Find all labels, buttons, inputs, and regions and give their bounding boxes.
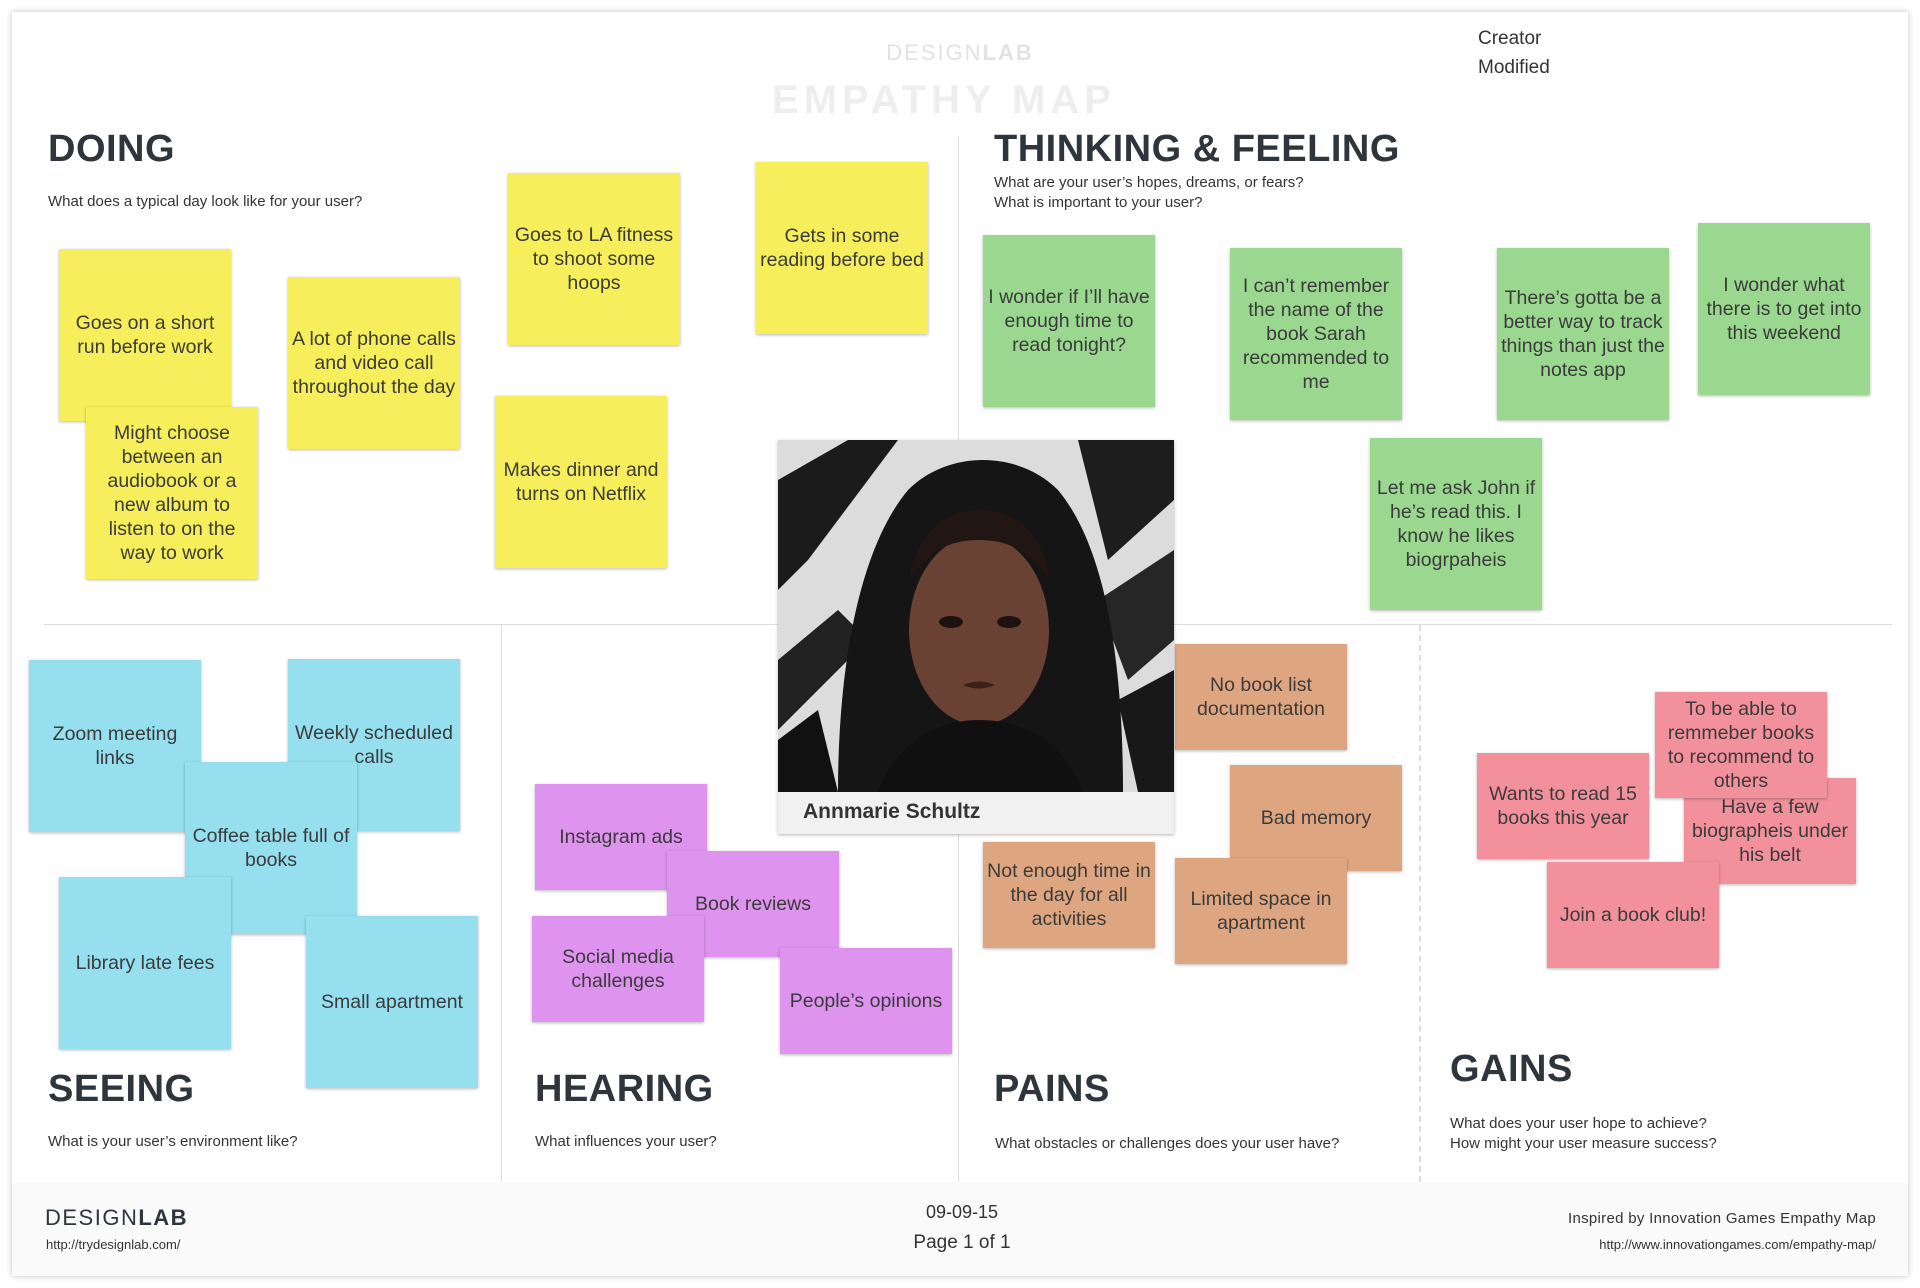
sticky-note-hearing[interactable]: Social media challenges [532, 916, 704, 1022]
thinking-feeling-heading: THINKING & FEELING [994, 128, 1400, 170]
seeing-prompt: What is your user’s environment like? [48, 1133, 298, 1150]
sticky-note-pains[interactable]: Limited space in apartment [1175, 858, 1347, 964]
gains-prompt-2: How might your user measure success? [1450, 1135, 1717, 1152]
sticky-note-doing[interactable]: Makes dinner and turns on Netflix [495, 396, 667, 568]
sticky-note-doing[interactable]: Might choose between an audiobook or a n… [86, 407, 258, 579]
creator-label[interactable]: Creator [1478, 28, 1542, 49]
header-brand-bold: LAB [982, 40, 1034, 65]
footer-brand: DESIGNLAB [45, 1205, 188, 1231]
sticky-note-thinking[interactable]: I wonder what there is to get into this … [1698, 223, 1870, 395]
persona-card[interactable]: Annmarie Schultz [778, 440, 1174, 834]
sticky-note-seeing[interactable]: Small apartment [306, 916, 478, 1088]
sticky-note-seeing[interactable]: Zoom meeting links [29, 660, 201, 832]
divider-vertical-seeing-hearing [501, 625, 502, 1182]
footer-brand-bold: LAB [138, 1205, 189, 1230]
sticky-note-pains[interactable]: No book list documentation [1175, 644, 1347, 750]
sticky-note-thinking[interactable]: I wonder if I’ll have enough time to rea… [983, 235, 1155, 407]
pains-prompt: What obstacles or challenges does your u… [995, 1135, 1340, 1152]
footer-innovationgames-link[interactable]: http://www.innovationgames.com/empathy-m… [1599, 1237, 1876, 1252]
gains-prompt-1: What does your user hope to achieve? [1450, 1115, 1707, 1132]
header-brand-light: DESIGN [886, 40, 983, 65]
sticky-note-seeing[interactable]: Coffee table full of books [185, 762, 357, 934]
footer-inspired-by: Inspired by Innovation Games Empathy Map [1568, 1210, 1876, 1227]
sticky-note-doing[interactable]: A lot of phone calls and video call thro… [288, 277, 460, 449]
footer-designlab-link[interactable]: http://trydesignlab.com/ [46, 1237, 181, 1252]
sticky-note-thinking[interactable]: There’s gotta be a better way to track t… [1497, 248, 1669, 420]
sticky-note-hearing[interactable]: People’s opinions [780, 948, 952, 1054]
sticky-note-doing[interactable]: Goes to LA fitness to shoot some hoops [508, 173, 680, 345]
modified-label[interactable]: Modified [1478, 57, 1550, 78]
header-brand: DESIGNLAB [12, 40, 1908, 66]
empathy-map-board: DESIGNLAB EMPATHY MAP Creator Modified D… [12, 12, 1908, 1276]
footer-brand-light: DESIGN [45, 1205, 139, 1230]
sticky-note-thinking[interactable]: I can’t remember the name of the book Sa… [1230, 248, 1402, 420]
gains-heading: GAINS [1450, 1048, 1573, 1090]
sticky-note-doing[interactable]: Goes on a short run before work [59, 249, 231, 421]
hearing-heading: HEARING [535, 1068, 714, 1110]
sticky-note-gains[interactable]: To be able to remmeber books to recommen… [1655, 692, 1827, 798]
sticky-note-gains[interactable]: Join a book club! [1547, 862, 1719, 968]
footer [12, 1182, 1908, 1276]
sticky-note-seeing[interactable]: Library late fees [59, 877, 231, 1049]
thinking-prompt-2: What is important to your user? [994, 194, 1203, 211]
doing-heading: DOING [48, 128, 176, 170]
sticky-note-doing[interactable]: Gets in some reading before bed [756, 162, 928, 334]
hearing-prompt: What influences your user? [535, 1133, 717, 1150]
seeing-heading: SEEING [48, 1068, 195, 1110]
footer-page-number: Page 1 of 1 [913, 1232, 1011, 1253]
divider-vertical-hearing-pains [958, 625, 959, 1182]
sticky-note-thinking[interactable]: Let me ask John if he’s read this. I kno… [1370, 438, 1542, 610]
sticky-note-pains[interactable]: Not enough time in the day for all activ… [983, 842, 1155, 948]
footer-date: 09-09-15 [925, 1202, 999, 1222]
sticky-note-hearing[interactable]: Book reviews [667, 851, 839, 957]
map-title: EMPATHY MAP [772, 78, 1116, 122]
doing-prompt: What does a typical day look like for yo… [48, 193, 363, 210]
pains-heading: PAINS [994, 1068, 1110, 1110]
sticky-note-gains[interactable]: Wants to read 15 books this year [1477, 753, 1649, 859]
persona-photo [778, 440, 1174, 792]
divider-vertical-top [958, 136, 959, 636]
divider-vertical-pains-gains [1419, 625, 1421, 1182]
persona-name: Annmarie Schultz [778, 792, 1174, 834]
sticky-note-pains[interactable]: Bad memory [1230, 765, 1402, 871]
thinking-prompt-1: What are your user’s hopes, dreams, or f… [994, 174, 1304, 191]
